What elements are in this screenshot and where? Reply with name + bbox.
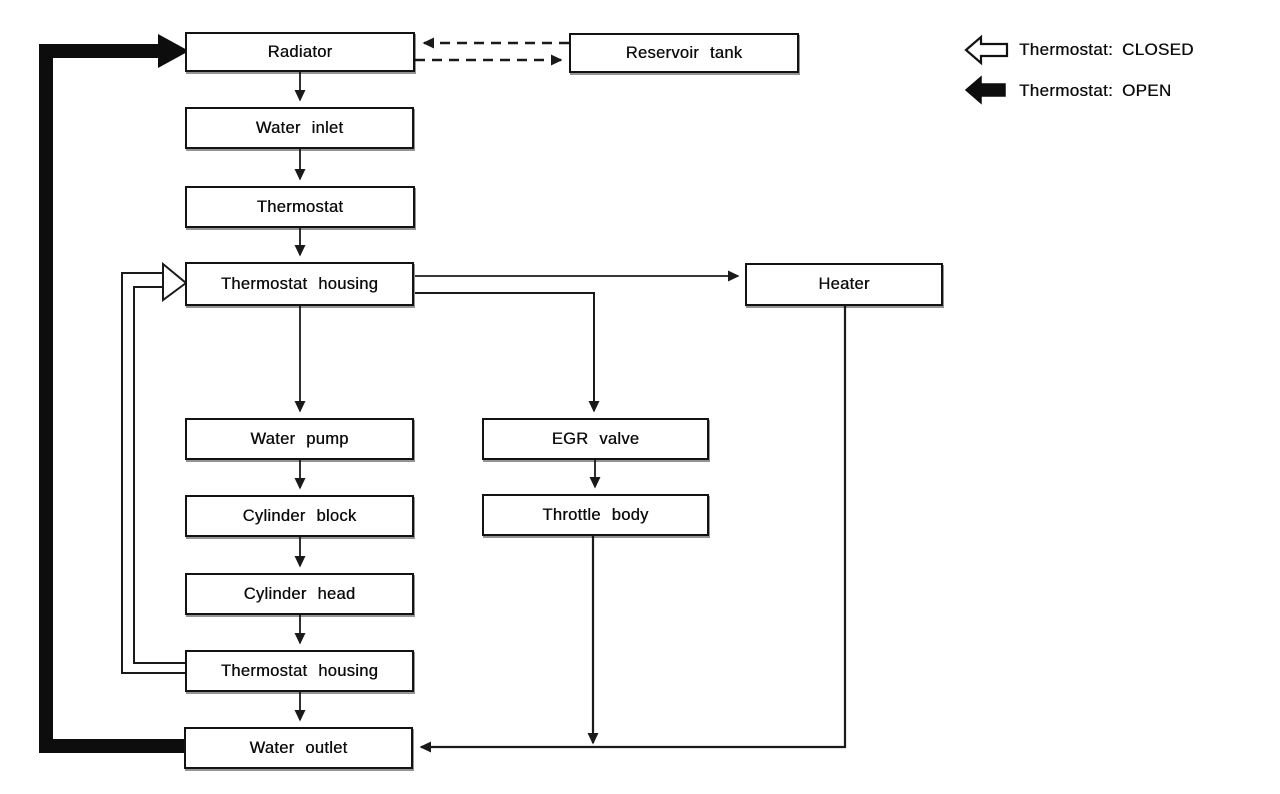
node-egr-valve-label: EGR valve bbox=[551, 429, 640, 448]
node-throttle-body: Throttle body bbox=[482, 494, 709, 536]
edge-heater-to-water-outlet bbox=[419, 306, 847, 753]
node-water-inlet: Water inlet bbox=[185, 107, 414, 149]
node-reservoir-tank: Reservoir tank bbox=[569, 33, 799, 73]
node-thermostat-housing-top: Thermostat housing bbox=[185, 262, 414, 306]
node-water-outlet: Water outlet bbox=[184, 727, 413, 769]
node-thermostat-housing-bottom-label: Thermostat housing bbox=[220, 661, 379, 680]
edge-housing-loop-outer-line bbox=[121, 272, 185, 674]
node-heater: Heater bbox=[745, 263, 943, 306]
edge-water-outlet-to-radiator-thick bbox=[39, 44, 184, 753]
node-thermostat: Thermostat bbox=[185, 186, 415, 228]
node-thermostat-label: Thermostat bbox=[256, 197, 344, 216]
node-cylinder-head-label: Cylinder head bbox=[243, 584, 356, 603]
node-cylinder-head: Cylinder head bbox=[185, 573, 414, 615]
open-arrow-icon bbox=[964, 34, 1009, 66]
node-radiator-label: Radiator bbox=[267, 42, 333, 61]
node-water-outlet-label: Water outlet bbox=[249, 738, 348, 757]
node-throttle-body-label: Throttle body bbox=[542, 505, 649, 524]
legend-thermostat-closed-label: Thermostat: CLOSED bbox=[1019, 40, 1194, 59]
node-thermostat-housing-top-label: Thermostat housing bbox=[220, 274, 379, 293]
hollow-arrowhead-into-thermostat-housing bbox=[162, 261, 188, 302]
filled-arrow-icon bbox=[964, 75, 1006, 105]
node-reservoir-tank-label: Reservoir tank bbox=[625, 43, 743, 62]
node-water-pump: Water pump bbox=[185, 418, 414, 460]
edge-housing-loop-inner-line bbox=[133, 286, 185, 664]
legend-thermostat-open-label: Thermostat: OPEN bbox=[1019, 81, 1172, 100]
node-cylinder-block-label: Cylinder block bbox=[242, 506, 357, 525]
node-water-pump-label: Water pump bbox=[250, 429, 349, 448]
node-cylinder-block: Cylinder block bbox=[185, 495, 414, 537]
node-thermostat-housing-bottom: Thermostat housing bbox=[185, 650, 414, 692]
node-water-inlet-label: Water inlet bbox=[255, 118, 344, 137]
edge-thermostat-housing-to-egr-valve bbox=[415, 292, 600, 413]
node-egr-valve: EGR valve bbox=[482, 418, 709, 460]
thick-arrowhead-into-radiator bbox=[158, 34, 189, 68]
node-heater-label: Heater bbox=[818, 275, 870, 293]
node-radiator: Radiator bbox=[185, 32, 415, 72]
